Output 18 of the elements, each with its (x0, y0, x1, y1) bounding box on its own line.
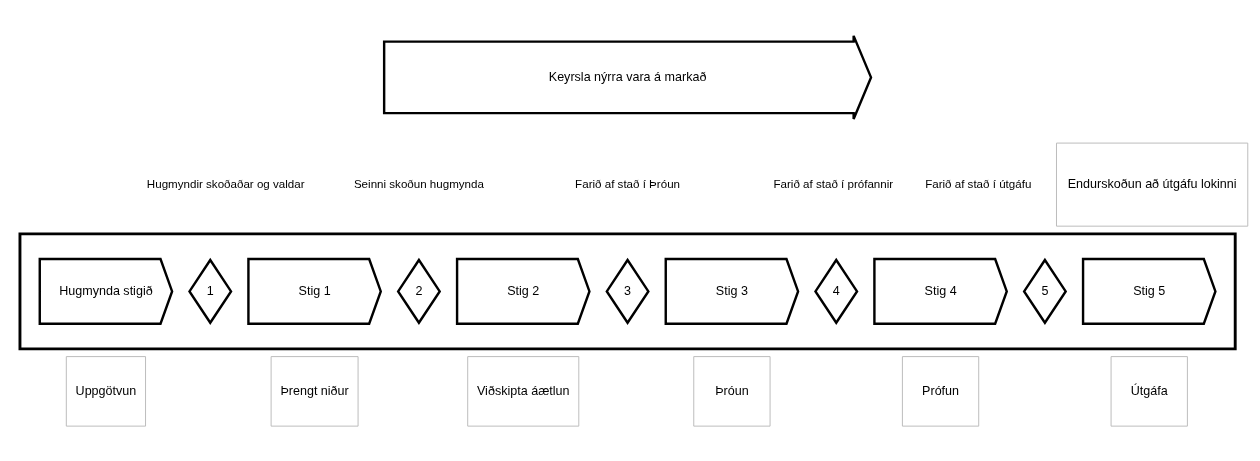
node-diamond: 3 (605, 257, 650, 325)
node-diamond: 1 (188, 257, 233, 325)
node-box: Þróun (693, 355, 771, 427)
node-box: Uppgötvun (65, 355, 147, 427)
cluster (18, 231, 1237, 350)
node-box: Þrengt niður (270, 355, 359, 427)
label: Farið af stað í prófannir (773, 177, 894, 190)
node-diamond: 5 (1022, 257, 1068, 325)
node-diamond: 4 (814, 257, 859, 325)
label: Farið af stað í Þróun (575, 177, 681, 190)
label: Seinni skoðun hugmynda (353, 177, 484, 190)
label: Hugmyndir skoðaðar og valdar (146, 177, 305, 190)
node-box: Útgáfa (1110, 355, 1188, 427)
node-box: Prófun (901, 355, 980, 427)
node-box: Viðskipta áætlun (467, 355, 580, 427)
node-box: Endurskoðun að útgáfu lokinni (1056, 142, 1249, 227)
node-diamond: 2 (396, 257, 442, 325)
label: Farið af stað í útgáfu (925, 177, 1032, 190)
